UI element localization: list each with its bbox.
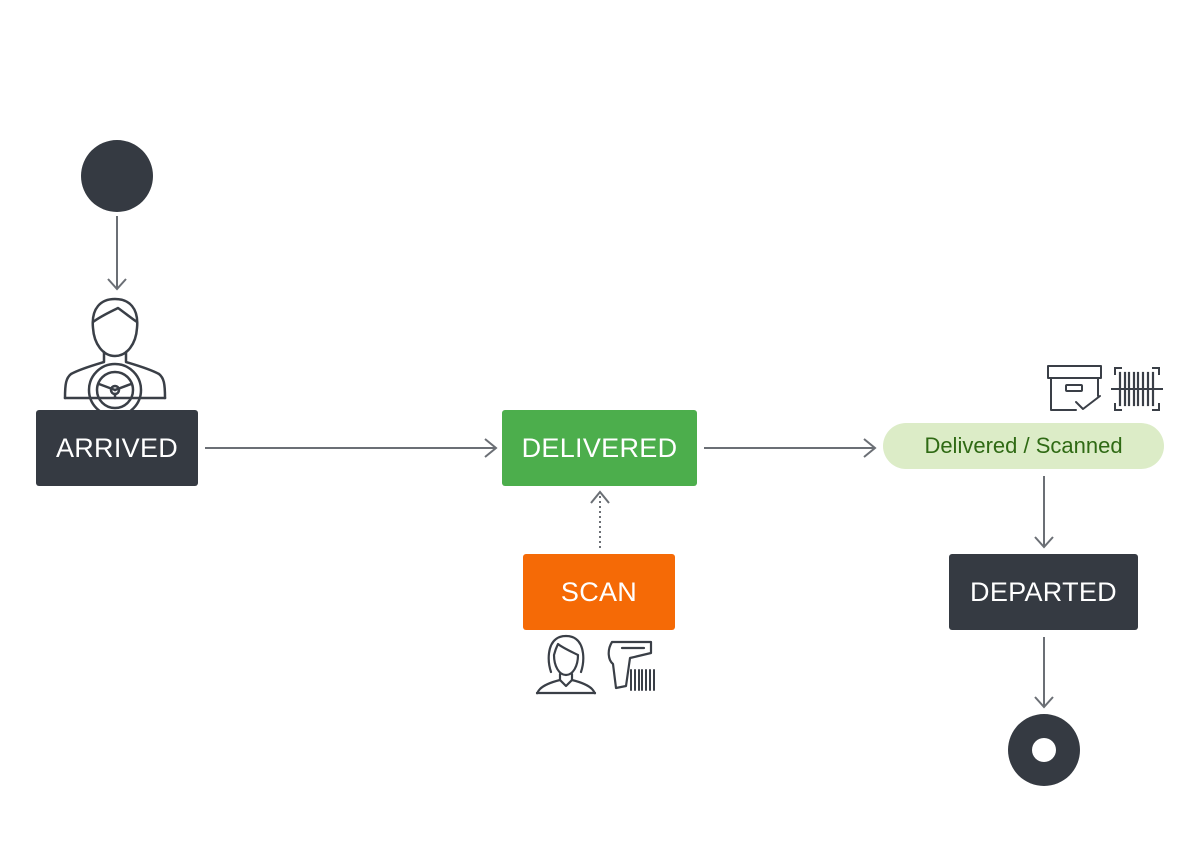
scan-state: SCAN xyxy=(523,554,675,630)
arrow-departed-to-end xyxy=(1034,637,1054,709)
person-icon xyxy=(535,634,597,695)
delivered-scanned-label: Delivered / Scanned xyxy=(924,433,1123,458)
barcode-scanner-icon xyxy=(607,640,655,691)
arrow-arrived-to-delivered xyxy=(205,438,498,458)
arrow-status-to-departed xyxy=(1034,476,1054,549)
arrow-start-to-arrived xyxy=(107,216,127,291)
delivered-scanned-status: Delivered / Scanned xyxy=(883,423,1164,469)
box-check-icon xyxy=(1047,365,1102,411)
start-node xyxy=(81,140,153,212)
departed-state: DEPARTED xyxy=(949,554,1138,630)
end-node xyxy=(1008,714,1080,786)
delivered-label: DELIVERED xyxy=(521,432,678,463)
arrived-label: ARRIVED xyxy=(55,432,179,463)
barcode-icon xyxy=(1111,367,1163,411)
arrow-delivered-to-status xyxy=(704,438,877,458)
arrow-scan-to-delivered xyxy=(590,490,610,548)
arrived-state: ARRIVED xyxy=(36,410,198,486)
driver-icon xyxy=(63,297,167,418)
departed-label: DEPARTED xyxy=(970,576,1117,607)
delivered-state: DELIVERED xyxy=(502,410,697,486)
scan-label: SCAN xyxy=(560,576,638,607)
